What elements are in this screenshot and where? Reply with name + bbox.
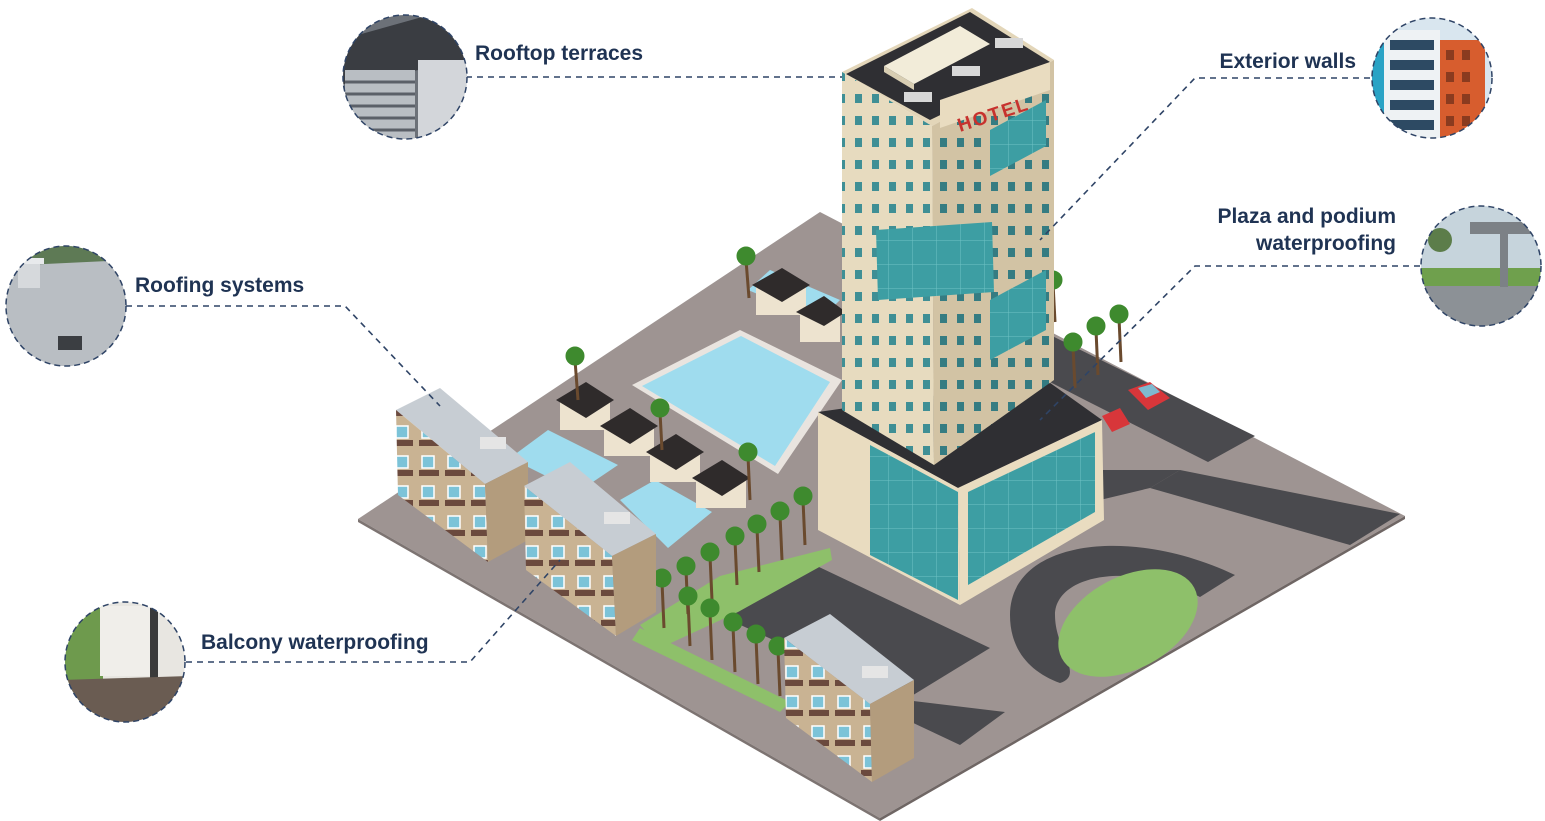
cabana — [692, 460, 750, 508]
photo-balcony — [64, 601, 186, 723]
label-plaza-podium-line2: waterproofing — [1256, 232, 1396, 255]
leader-balcony — [186, 559, 561, 663]
pool-left — [510, 430, 618, 492]
pool-small — [620, 480, 712, 548]
photo-plaza-podium — [1420, 205, 1542, 327]
palm-tree — [793, 486, 813, 546]
hotel-sign-panel — [940, 62, 1050, 128]
palm-tree — [770, 501, 790, 561]
palm-tree — [652, 568, 672, 629]
palm-tree — [1063, 332, 1083, 389]
palm-tree — [736, 246, 756, 299]
label-roofing-systems: Roofing systems — [135, 274, 305, 297]
cabana — [752, 268, 810, 315]
palm-tree — [565, 346, 585, 401]
leader-lines — [126, 76, 1420, 663]
red-car — [1128, 382, 1170, 410]
photo-exterior-walls — [1371, 17, 1493, 139]
leader-roofing-systems — [126, 305, 441, 407]
leader-exterior-walls — [1039, 77, 1370, 241]
main-pool — [642, 336, 830, 466]
cars — [1102, 382, 1170, 432]
palm-tree — [700, 542, 720, 601]
label-balcony-waterproofing: Balcony waterproofing — [201, 631, 429, 654]
apartment-building-center — [524, 462, 656, 636]
cabana — [646, 434, 704, 482]
hvac-unit — [862, 666, 888, 678]
roof-structure — [884, 26, 990, 84]
photo-rooftop-terraces — [342, 14, 468, 140]
cabana — [600, 408, 658, 456]
label-exterior-walls: Exterior walls — [1219, 50, 1356, 73]
palm-tree — [768, 636, 788, 697]
palm-tree — [1109, 304, 1129, 363]
palm-tree — [723, 612, 743, 673]
hvac-unit — [480, 437, 506, 449]
palm-tree — [650, 398, 670, 451]
apartment-building-left — [396, 388, 528, 562]
leader-plaza-podium — [1039, 265, 1420, 421]
label-plaza-podium-line1: Plaza and podium — [1217, 205, 1396, 228]
palm-tree — [1086, 316, 1106, 376]
red-car — [1102, 408, 1130, 432]
road-lower — [712, 558, 990, 700]
hvac-unit — [604, 512, 630, 524]
palm-tree — [738, 442, 758, 501]
cabanas — [556, 268, 846, 508]
palm-tree — [700, 598, 720, 661]
palm-tree — [725, 526, 745, 586]
apartment-building-bottom — [784, 614, 914, 782]
palm-tree — [747, 514, 767, 573]
label-rooftop-terraces: Rooftop terraces — [475, 42, 644, 65]
photo-roofing-systems — [5, 245, 127, 367]
road-right — [1150, 470, 1400, 545]
lawn-circle — [1058, 569, 1198, 677]
palm-tree — [746, 624, 766, 685]
cabana — [796, 296, 846, 342]
hotel-tower — [842, 8, 1054, 465]
palm-tree — [678, 586, 698, 647]
